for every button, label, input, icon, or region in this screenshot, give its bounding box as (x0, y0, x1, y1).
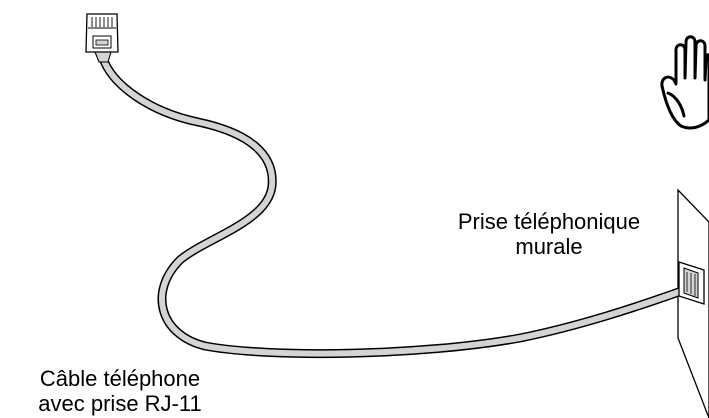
cable-label-line1: Câble téléphone (39, 366, 201, 391)
cable-label: Câble téléphone avec prise RJ-11 (4, 366, 236, 416)
wall-jack-label-line2: murale (515, 234, 583, 259)
cable-label-line2: avec prise RJ-11 (38, 391, 202, 416)
rj11-plug-icon (85, 13, 119, 63)
wall-jack-label-line1: Prise téléphonique (457, 209, 641, 234)
wall-jack-icon (678, 261, 705, 305)
wall-jack-label: Prise téléphonique murale (424, 209, 674, 259)
hand-stop-icon (660, 35, 709, 130)
phone-cable-icon (98, 53, 695, 359)
